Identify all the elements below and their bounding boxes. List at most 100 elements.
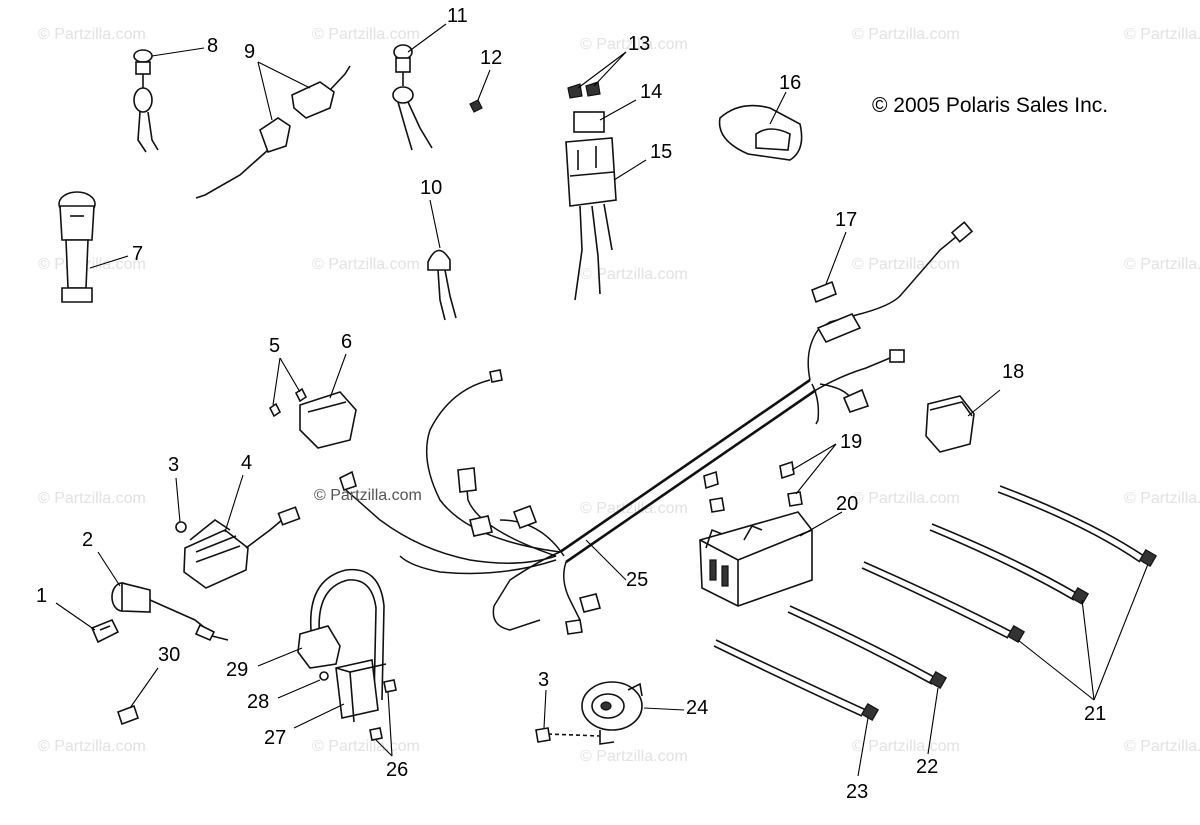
callout-19: 19 [840,431,863,453]
part-bulb [427,249,457,321]
callout-13: 13 [628,33,651,55]
callout-22: 22 [916,756,939,778]
part-regulator [268,387,357,449]
part-switch [111,581,229,642]
part-cdi-module [175,506,301,589]
watermark: © Partzilla.com [852,26,960,43]
leader-8 [151,47,205,57]
leader-4 [224,474,244,533]
watermark: © Partzilla.com [312,26,420,43]
callout-15: 15 [650,141,673,163]
leader-22 [927,687,939,755]
leader-28 [277,679,321,699]
part-knob [58,191,96,303]
watermark: © Partzilla.com [852,256,960,273]
leader-29 [257,647,303,667]
leader-14 [599,99,637,121]
callout-17: 17 [835,209,858,231]
callout-23: 23 [846,781,869,803]
leader-26b [375,739,393,757]
callout-25: 25 [626,569,649,591]
leader-12 [477,69,491,101]
watermark: © Partzilla.com [38,738,146,755]
part-relay [925,395,975,453]
watermark: © Partzilla.com [580,500,688,517]
callout-3b: 3 [538,669,550,691]
watermark: © Partzilla.com [312,256,420,273]
part-socket-2 [392,44,433,151]
part-clip [90,618,120,644]
part-straps [713,485,1158,722]
part-connector [195,65,351,199]
callout-2: 2 [82,529,94,551]
callout-8: 8 [207,35,219,57]
leader-21a [1093,563,1149,701]
watermark: © Partzilla.com [852,490,960,507]
leader-13b [593,51,627,87]
callout-28: 28 [247,691,270,713]
callout-9: 9 [244,41,256,63]
leader-15 [613,159,647,181]
callout-18: 18 [1002,361,1025,383]
leader-27 [293,703,345,729]
part-ignition-coil [297,568,397,741]
leader-19a [791,443,837,471]
leader-26a [387,691,393,757]
watermark: © Partzilla.com [38,256,146,273]
callout-4: 4 [241,452,253,474]
callout-20: 20 [836,493,859,515]
part-fuse [811,280,837,304]
leader-20 [799,511,843,537]
callout-12: 12 [480,47,503,69]
callout-3: 3 [168,454,180,476]
leader-5a [272,357,281,406]
watermark: © Partzilla.com [852,738,960,755]
leader-21b [1081,599,1095,701]
leader-24 [643,707,685,711]
watermark: © Partzilla.com [1124,738,1200,755]
leader-7 [89,255,129,269]
copyright-notice: © 2005 Polaris Sales Inc. [872,94,1109,117]
callout-5: 5 [269,335,281,357]
callout-24: 24 [686,697,709,719]
callout-27: 27 [264,727,287,749]
leader-21c [1017,639,1095,701]
callout-10: 10 [420,177,443,199]
part-bolts [703,460,803,513]
callout-29: 29 [226,659,249,681]
watermark: © Partzilla.com [38,490,146,507]
watermark: © Partzilla.com [580,266,688,283]
leader-1 [55,602,96,631]
watermark: © Partzilla.com [580,748,688,765]
leader-17 [825,231,847,285]
leader-9a [257,61,273,121]
callout-6: 6 [341,331,353,353]
leader-10 [429,199,441,249]
center-watermark: © Partzilla.com [314,487,422,504]
part-fuse-block [565,81,617,301]
leader-2 [97,551,121,587]
part-small-clip [469,99,483,113]
callout-26: 26 [386,759,409,781]
leader-30 [129,667,159,709]
part-battery [699,511,813,607]
callout-30: 30 [158,644,181,666]
part-horn [535,681,643,745]
leader-11 [407,23,447,53]
callout-11: 11 [447,5,468,27]
leader-6 [329,353,347,399]
watermark: © Partzilla.com [1124,26,1200,43]
watermark: © Partzilla.com [580,36,688,53]
leader-19b [795,443,837,495]
part-bracket [116,704,140,726]
leader-13a [577,51,627,89]
callout-21: 21 [1084,703,1107,725]
leader-3b [543,689,547,729]
watermark: © Partzilla.com [1124,256,1200,273]
part-pouch [718,104,803,161]
leader-18 [967,389,1001,417]
watermark: © Partzilla.com [1124,490,1200,507]
watermark: © Partzilla.com [38,26,146,43]
leader-5b [279,357,301,393]
